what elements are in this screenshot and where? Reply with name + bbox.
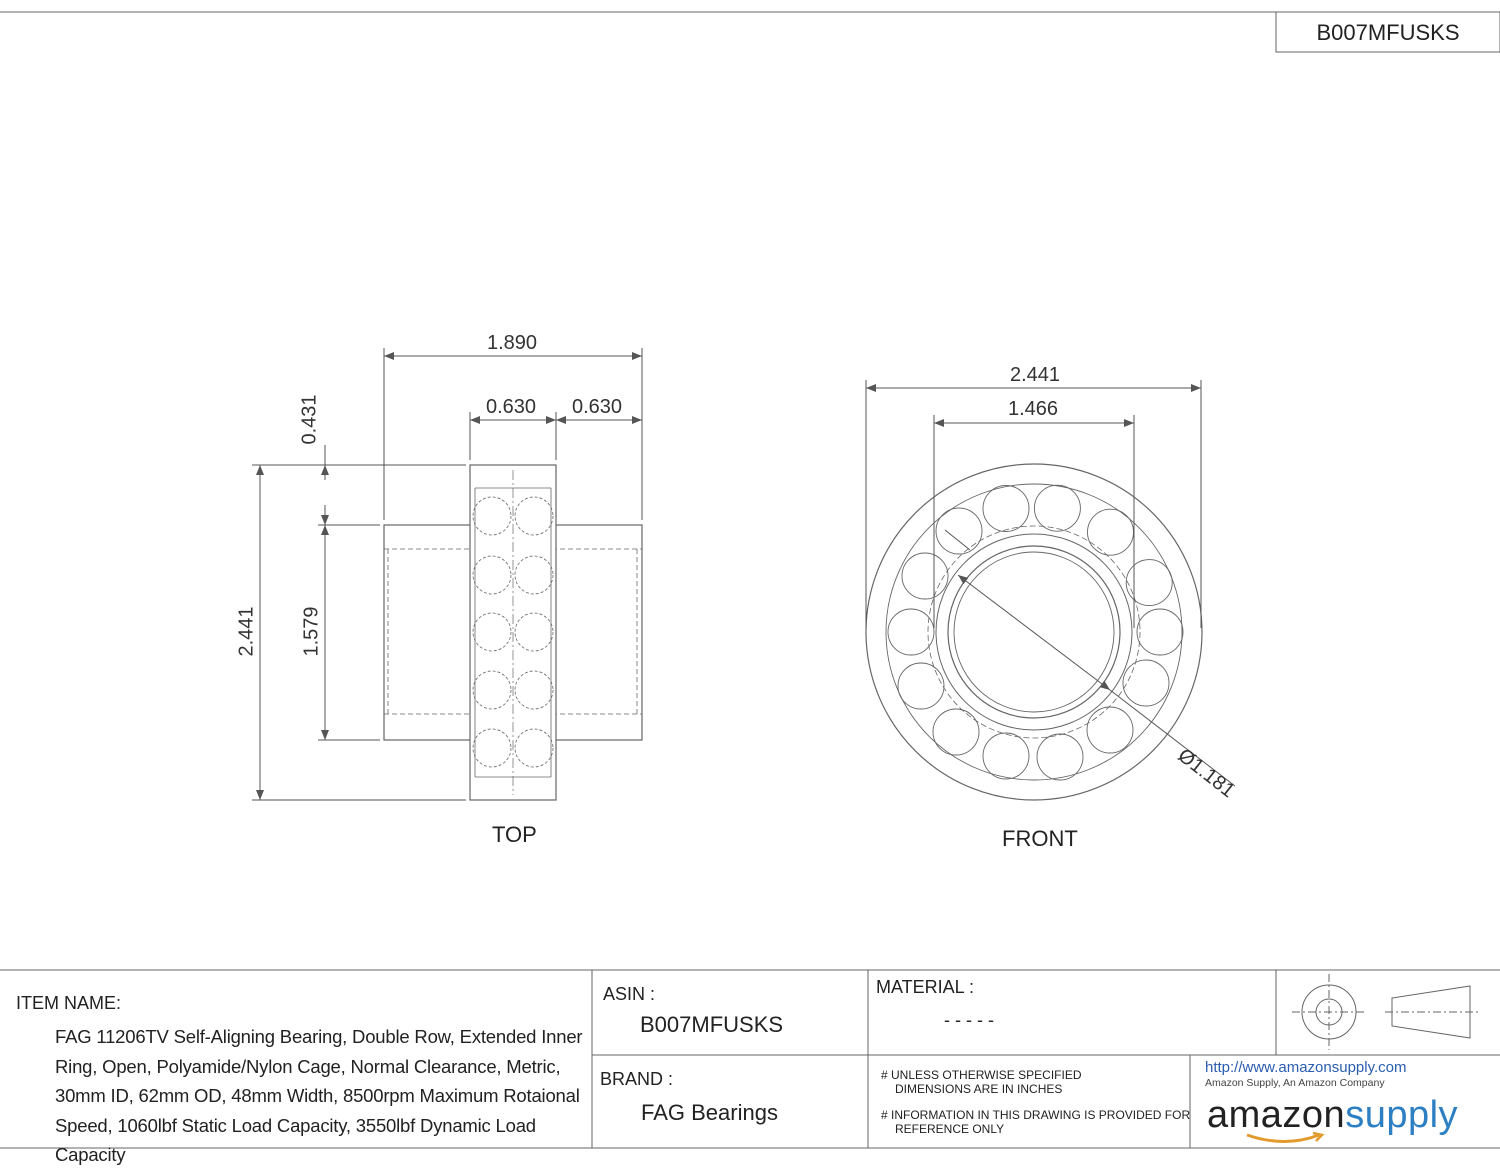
supplier-tagline: Amazon Supply, An Amazon Company [1205,1077,1385,1089]
sheet-border [0,11,1500,53]
supplier-url-link[interactable]: http://www.amazonsupply.com [1205,1059,1407,1076]
note-reference-line2: REFERENCE ONLY [895,1122,1005,1136]
brand-value: FAG Bearings [641,1100,778,1125]
front-view-dimensions [865,380,1236,787]
projection-symbol-icon [1292,974,1478,1050]
dim-overall-width: 1.890 [487,332,538,354]
outer-ring-circle [865,463,1203,801]
top-view-label: TOP [492,822,537,847]
asin-label: ASIN : [603,984,656,1004]
top-view-dimensions [252,348,643,801]
logo-supply-word: supply [1345,1094,1459,1136]
item-name-text: FAG 11206TV Self-Aligning Bearing, Doubl… [55,1026,583,1166]
header-part-number: B007MFUSKS [1316,20,1460,45]
dim-top-outer-diameter: 2.441 [235,606,258,657]
logo-smile-icon [1246,1132,1325,1143]
front-view [865,463,1203,801]
front-view-label: FRONT [1002,826,1078,851]
note-units-line1: # UNLESS OTHERWISE SPECIFIED [881,1068,1082,1082]
material-value: - - - - - [944,1010,994,1030]
bore-circle [947,545,1121,719]
item-name-label: ITEM NAME: [16,993,122,1013]
dim-inner-length: 1.579 [300,606,323,657]
logo-amazon-word: amazon [1207,1094,1346,1136]
note-units-line2: DIMENSIONS ARE IN INCHES [895,1082,1063,1096]
dim-roller-row-right: 0.630 [572,396,623,418]
asin-value: B007MFUSKS [640,1012,784,1037]
material-label: MATERIAL : [876,977,975,997]
dim-front-outer-diameter: 2.441 [1010,364,1061,386]
dim-offset: 0.431 [298,394,321,445]
brand-label: BRAND : [600,1069,674,1089]
dim-roller-row-left: 0.630 [486,396,537,418]
amazon-supply-logo: amazonsupply [1207,1094,1459,1143]
note-reference-line1: # INFORMATION IN THIS DRAWING IS PROVIDE… [881,1108,1191,1122]
top-view [383,464,643,801]
title-block-grid [0,969,1500,1149]
dim-pitch: 1.466 [1008,398,1059,420]
